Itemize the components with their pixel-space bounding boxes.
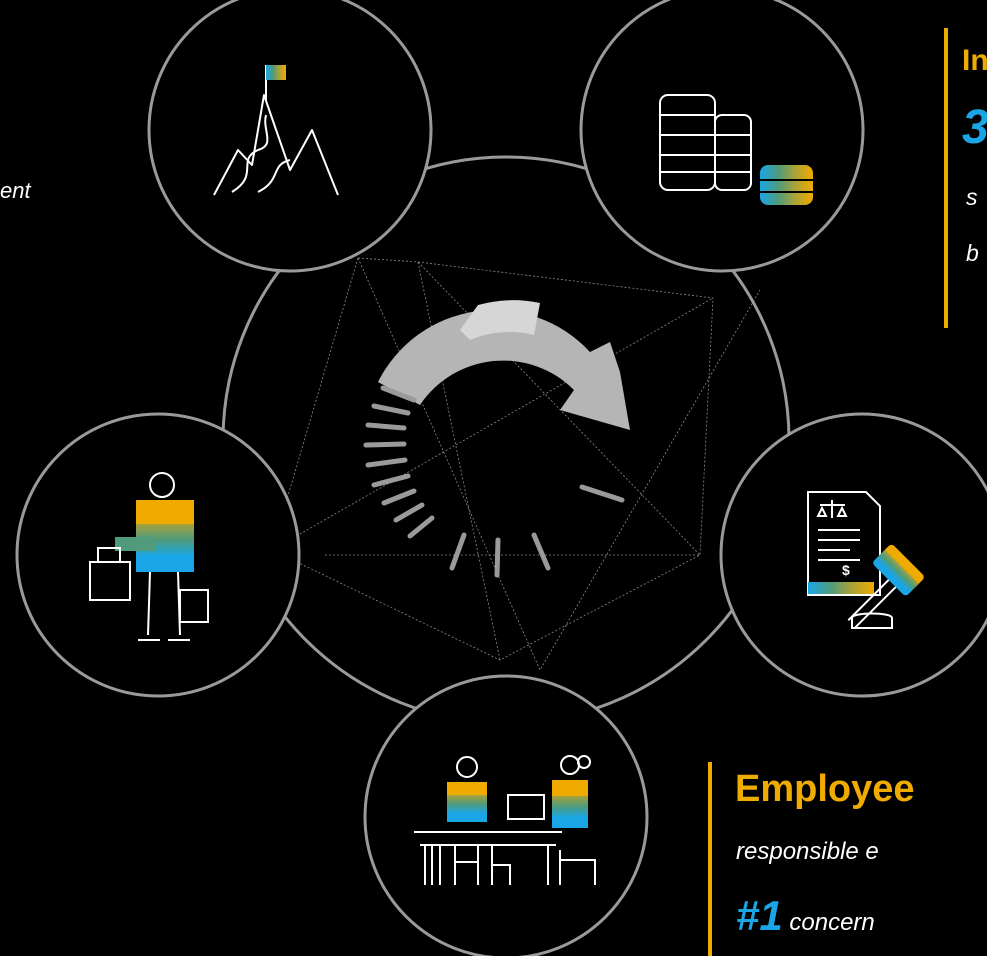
legal-circle — [719, 412, 987, 698]
mountain-flag-icon — [213, 65, 339, 196]
top-right-line-1: s — [966, 184, 978, 210]
left-text-fragment: ent — [0, 178, 31, 203]
bottom-right-stat-line: #1 concern — [736, 892, 875, 940]
bottom-right-stat: #1 — [736, 892, 783, 939]
mountain-circle — [147, 0, 433, 273]
bottom-right-subtitle: responsible e — [736, 838, 879, 865]
cycle-arrow-icon — [363, 300, 630, 578]
svg-text:$: $ — [842, 562, 850, 578]
bottom-right-accent-bar — [708, 762, 712, 956]
top-right-accent-bar — [944, 28, 948, 328]
office-workers-icon — [414, 755, 596, 885]
bottom-right-stat-text: concern — [789, 909, 875, 936]
top-right-heading: In — [962, 44, 987, 77]
top-right-stat: 3 — [962, 101, 987, 154]
top-right-line-2: b — [966, 240, 979, 266]
bottom-right-heading: Employee — [735, 768, 915, 810]
shopper-icon — [89, 472, 209, 641]
legal-gavel-icon: $ — [807, 491, 924, 629]
coin-stacks-icon — [659, 94, 813, 205]
workers-circle — [363, 674, 649, 956]
